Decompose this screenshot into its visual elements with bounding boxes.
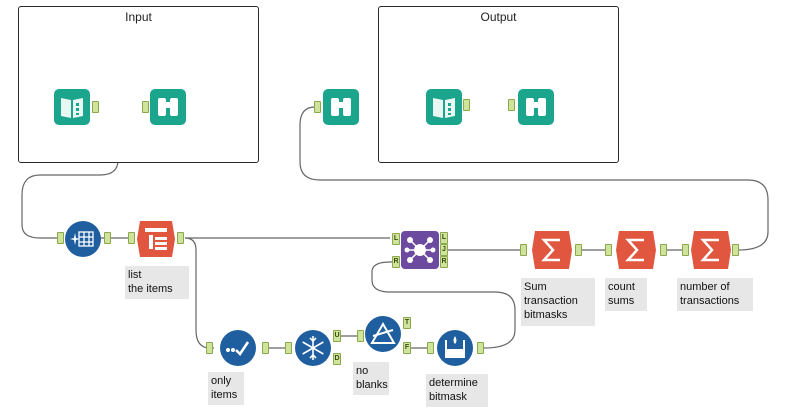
- sigma-icon: [532, 231, 572, 269]
- summarize-tool[interactable]: [532, 231, 572, 269]
- sigma-icon: [616, 231, 656, 269]
- summarize-tool[interactable]: [616, 231, 656, 269]
- multi-field-formula-tool[interactable]: [65, 221, 101, 257]
- output-anchor[interactable]: [104, 232, 111, 244]
- annotation-no-blanks: no blanks: [353, 362, 389, 395]
- triangle-filter-icon: [365, 316, 401, 352]
- input-data-tool[interactable]: [426, 89, 462, 125]
- output-anchor[interactable]: [92, 101, 99, 113]
- input-anchor[interactable]: [142, 101, 149, 113]
- annotation-list-items: list the items: [125, 266, 189, 299]
- browse-tool[interactable]: [150, 89, 186, 125]
- filter-blanks-tool[interactable]: [365, 316, 401, 352]
- annotation-sum-bitmasks: Sum transaction bitmasks: [521, 278, 595, 326]
- beaker-icon: [437, 330, 473, 366]
- container-title: Output: [480, 10, 517, 24]
- output-anchor[interactable]: [660, 244, 667, 256]
- annotation-only-items: only items: [208, 372, 244, 405]
- unique-d-anchor[interactable]: D: [333, 353, 341, 365]
- sigma-icon: [691, 231, 731, 269]
- input-anchor[interactable]: [508, 99, 515, 111]
- browse-tool[interactable]: [323, 89, 359, 125]
- output-anchor[interactable]: [575, 244, 582, 256]
- input-data-tool[interactable]: [54, 89, 90, 125]
- input-anchor[interactable]: [206, 342, 213, 354]
- input-anchor[interactable]: [57, 232, 64, 244]
- wire-text-filter: [184, 237, 214, 349]
- annotation-determine-bitmask: determine bitmask: [426, 374, 488, 407]
- output-anchor[interactable]: [463, 99, 470, 111]
- binoculars-icon: [518, 89, 554, 125]
- grid-gear-icon: [65, 221, 101, 257]
- filter-only-items-tool[interactable]: [220, 330, 256, 366]
- book-icon: [426, 89, 462, 125]
- browse-tool[interactable]: [518, 89, 554, 125]
- container-title: Input: [125, 10, 152, 24]
- join-r-input-anchor[interactable]: R: [392, 256, 400, 268]
- summarize-tool[interactable]: [691, 231, 731, 269]
- output-anchor[interactable]: [477, 342, 484, 354]
- input-container[interactable]: Input: [18, 6, 259, 163]
- check-path-icon: [220, 330, 256, 366]
- input-anchor[interactable]: [128, 232, 135, 244]
- formula-tool[interactable]: [437, 330, 473, 366]
- binoculars-icon: [323, 89, 359, 125]
- book-icon: [54, 89, 90, 125]
- join-j-output-anchor[interactable]: J: [440, 244, 448, 256]
- join-network-icon: [401, 231, 439, 269]
- input-anchor[interactable]: [314, 101, 321, 113]
- wire-sum3-browse: [299, 106, 769, 251]
- snowflake-icon: [295, 330, 331, 366]
- join-tool[interactable]: [401, 231, 439, 269]
- filter-f-anchor[interactable]: F: [403, 342, 411, 354]
- input-anchor[interactable]: [682, 244, 689, 256]
- binoculars-icon: [150, 89, 186, 125]
- output-container[interactable]: Output: [378, 6, 619, 163]
- unique-tool[interactable]: [295, 330, 331, 366]
- output-anchor[interactable]: [177, 232, 184, 244]
- annotation-num-transactions: number of transactions: [677, 278, 753, 311]
- input-anchor[interactable]: [427, 342, 434, 354]
- join-r-output-anchor[interactable]: R: [440, 256, 448, 268]
- input-anchor[interactable]: [520, 244, 527, 256]
- join-l-output-anchor[interactable]: L: [440, 232, 448, 244]
- unique-u-anchor[interactable]: U: [333, 330, 341, 342]
- wire-formula-join: [371, 261, 516, 349]
- text-to-columns-tool[interactable]: [137, 221, 175, 257]
- input-anchor[interactable]: [357, 330, 364, 342]
- input-anchor[interactable]: [605, 244, 612, 256]
- join-l-input-anchor[interactable]: L: [392, 233, 400, 245]
- output-anchor[interactable]: [262, 342, 269, 354]
- output-anchor[interactable]: [732, 244, 739, 256]
- annotation-count-sums: count sums: [605, 278, 647, 311]
- input-anchor[interactable]: [285, 342, 292, 354]
- filter-t-anchor[interactable]: T: [403, 317, 411, 329]
- split-columns-icon: [137, 221, 175, 257]
